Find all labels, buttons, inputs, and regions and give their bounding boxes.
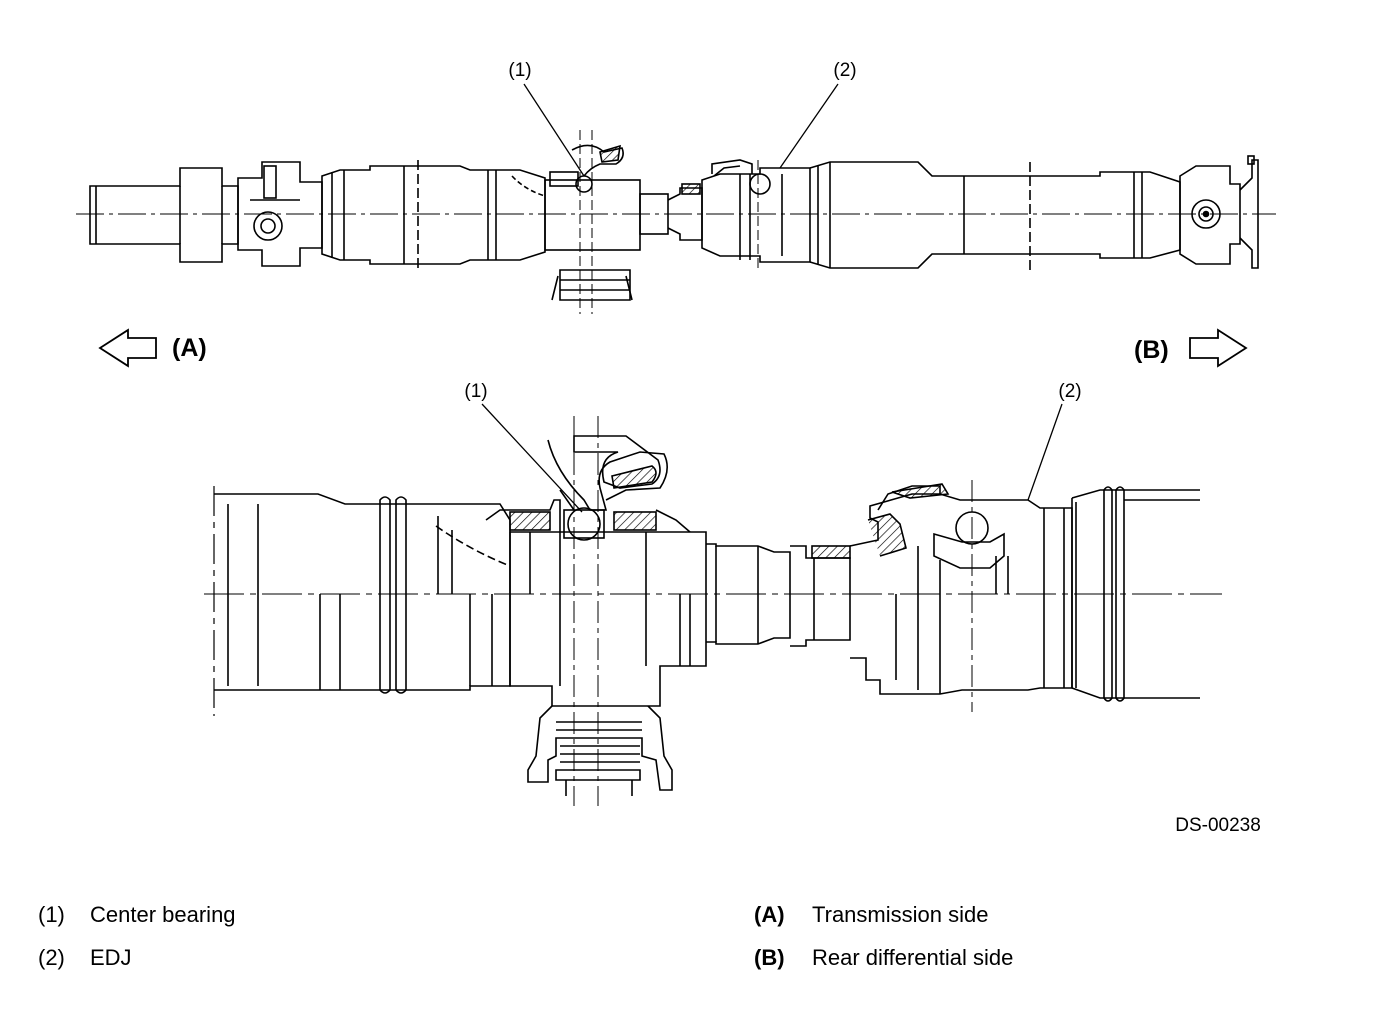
legend-key: (2) <box>38 945 65 970</box>
figure-id: DS-00238 <box>1175 815 1261 836</box>
legend-text: EDJ <box>90 945 132 970</box>
rear-universal-joint <box>1179 155 1259 269</box>
legend-text: Transmission side <box>812 902 989 927</box>
legend-item-center-bearing: (1) Center bearing <box>38 904 236 926</box>
top-callout-2: (2) <box>833 60 856 81</box>
legend-text: Rear differential side <box>812 945 1014 970</box>
front-tube <box>321 160 546 270</box>
legend-key: (1) <box>38 902 65 927</box>
legend-key: (A) <box>754 902 785 927</box>
detail-center-bearing <box>485 416 707 806</box>
stub-shaft <box>667 183 703 241</box>
detail-boot <box>527 705 673 791</box>
direction-b-label: (B) <box>1134 336 1169 364</box>
top-shaft-view: (1) (2) <box>76 60 1276 314</box>
right-arrow-icon <box>1189 328 1248 368</box>
detail-leader-2 <box>1027 403 1063 501</box>
legend-key: (B) <box>754 945 785 970</box>
direction-indicators: (A) (B) <box>98 328 1248 368</box>
top-leader-2 <box>779 83 839 169</box>
direction-a-label: (A) <box>172 334 207 362</box>
detail-leader-1 <box>481 403 583 513</box>
legend-text: Center bearing <box>90 902 236 927</box>
top-callout-1: (1) <box>508 60 531 81</box>
legend-item-transmission-side: (A) Transmission side <box>754 904 988 926</box>
edj-small <box>701 159 811 272</box>
center-bearing-small <box>544 130 669 314</box>
rear-tube <box>809 161 1181 270</box>
detail-intermediate-shaft <box>706 543 851 647</box>
left-arrow-icon <box>98 328 157 368</box>
front-yoke <box>89 167 239 263</box>
detail-edj <box>849 480 1073 712</box>
legend-item-edj: (2) EDJ <box>38 947 132 969</box>
detail-callout-1: (1) <box>464 381 487 402</box>
top-leader-1 <box>523 83 585 177</box>
detail-view: (1) (2) <box>204 381 1222 806</box>
legend-item-rear-differential-side: (B) Rear differential side <box>754 947 1013 969</box>
detail-callout-2: (2) <box>1058 381 1081 402</box>
detail-rear-tube <box>1071 486 1200 702</box>
